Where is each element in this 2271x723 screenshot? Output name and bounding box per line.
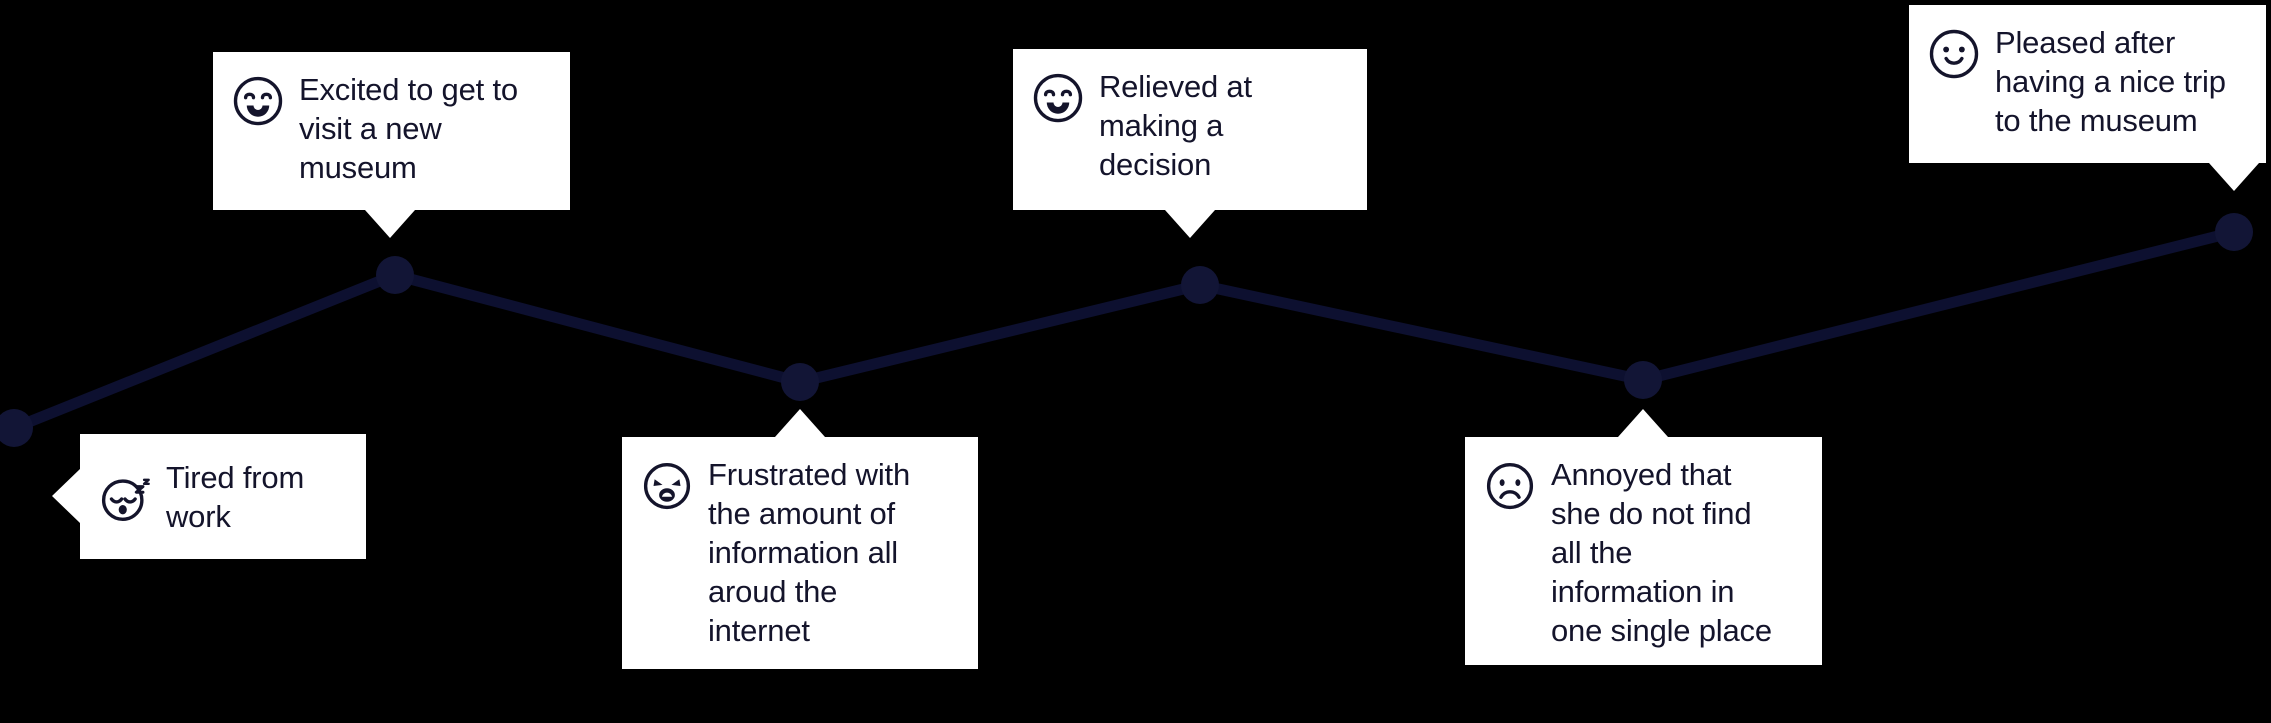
callout-excited-tail [365, 210, 415, 238]
callout-tired[interactable]: Tired from work [80, 434, 366, 559]
callout-annoyed-text: Annoyed that she do not find all the inf… [1551, 457, 1772, 648]
data-point-1[interactable] [0, 409, 33, 447]
smiling-face-icon [1927, 27, 1981, 81]
callout-frustrated[interactable]: Frustrated with the amount of informatio… [622, 437, 978, 669]
emotion-curve-points [0, 213, 2253, 447]
callout-excited-text: Excited to get to visit a new museum [299, 72, 518, 185]
callout-annoyed-tail [1618, 409, 1668, 437]
callout-excited[interactable]: Excited to get to visit a new museum [213, 52, 570, 210]
data-point-4[interactable] [1181, 266, 1219, 304]
callout-relieved-text: Relieved at making a decision [1099, 69, 1252, 182]
callout-annoyed[interactable]: Annoyed that she do not find all the inf… [1465, 437, 1822, 665]
callout-pleased-text: Pleased after having a nice trip to the … [1995, 25, 2226, 138]
angry-face-icon [640, 459, 694, 513]
callout-frustrated-text: Frustrated with the amount of informatio… [708, 457, 911, 648]
grinning-face-icon [231, 74, 285, 128]
callout-tired-text: Tired from work [166, 459, 305, 534]
grinning-face-icon [1031, 71, 1085, 125]
emotion-curve-line [8, 226, 2240, 434]
callout-tired-tail [52, 469, 80, 523]
callout-pleased[interactable]: Pleased after having a nice trip to the … [1909, 5, 2266, 163]
data-point-3[interactable] [781, 363, 819, 401]
callout-relieved[interactable]: Relieved at making a decision [1013, 49, 1367, 210]
callout-relieved-tail [1165, 210, 1215, 238]
sleeping-face-icon [98, 472, 152, 526]
data-point-5[interactable] [1624, 361, 1662, 399]
frowning-face-icon [1483, 459, 1537, 513]
callout-frustrated-tail [775, 409, 825, 437]
callout-pleased-tail [2209, 163, 2259, 191]
data-point-6[interactable] [2215, 213, 2253, 251]
data-point-2[interactable] [376, 256, 414, 294]
